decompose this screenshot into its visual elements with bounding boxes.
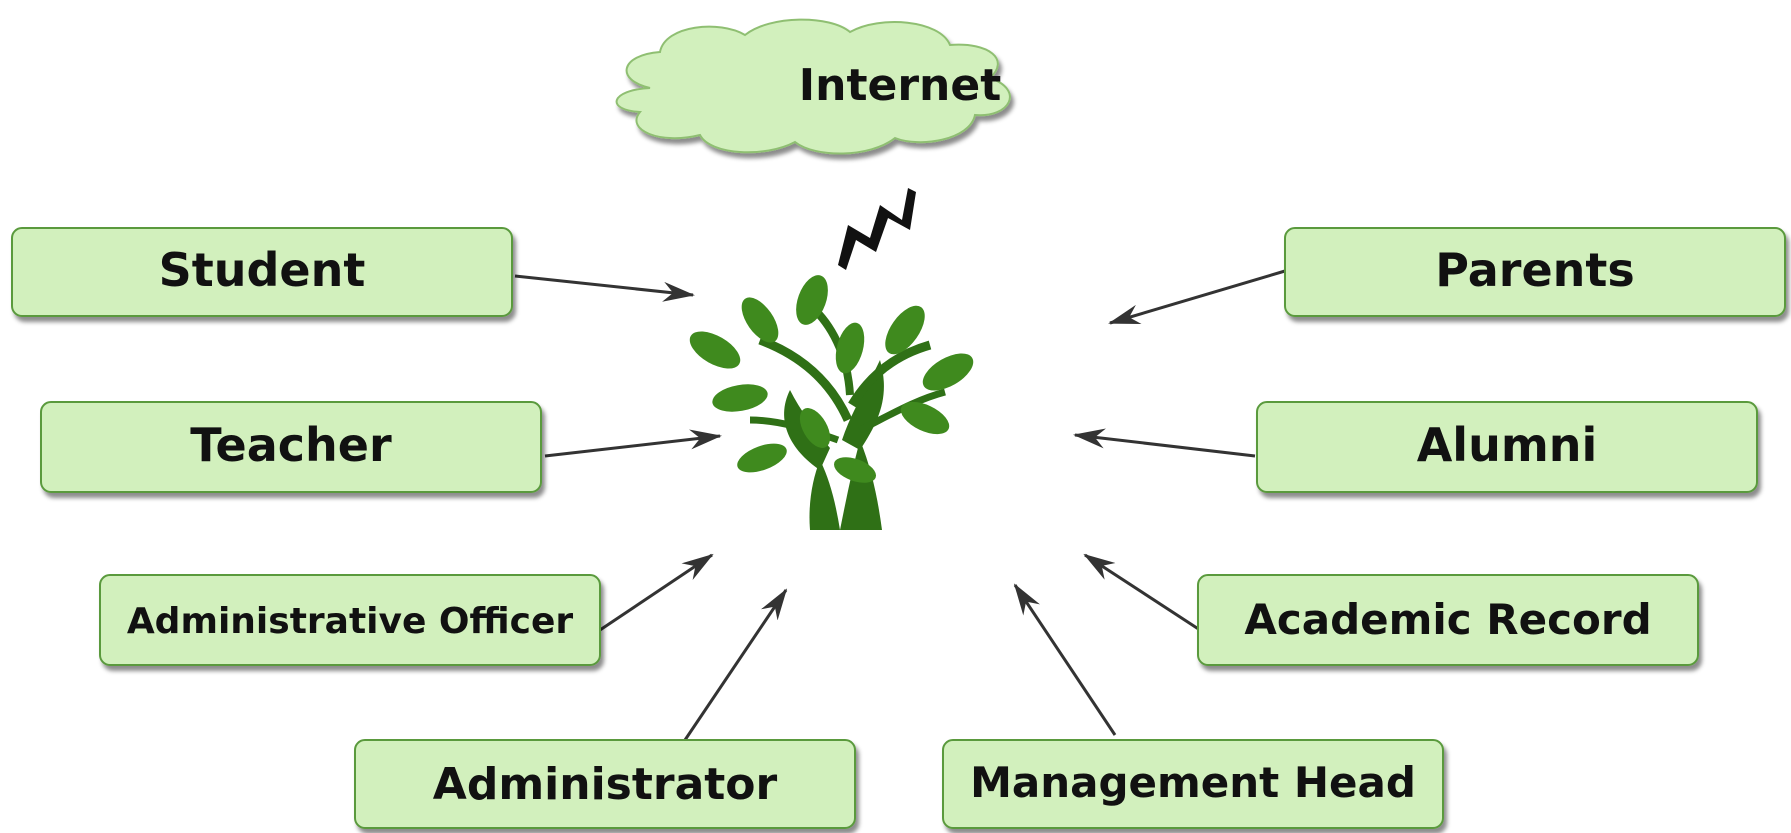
internet-cloud: Internet <box>615 18 1011 155</box>
node-alumni: Alumni <box>1256 401 1758 493</box>
node-student-label: Student <box>159 243 366 297</box>
arrow-parents <box>1108 269 1286 325</box>
tree-logo-icon <box>689 275 974 530</box>
node-management-head-label: Management Head <box>970 758 1416 807</box>
arrow-administrator <box>683 588 788 741</box>
node-academic-record-label: Academic Record <box>1244 595 1651 644</box>
node-alumni-label: Alumni <box>1417 418 1598 472</box>
arrow-student <box>514 274 695 302</box>
node-administrative-officer-label: Administrative Officer <box>127 601 574 642</box>
node-academic-record: Academic Record <box>1197 574 1699 666</box>
arrow-alumni <box>1073 428 1256 458</box>
node-administrative-officer: Administrative Officer <box>99 574 601 666</box>
arrow-academic-record <box>1083 553 1201 632</box>
lightning-bolt-icon <box>838 188 916 270</box>
node-parents: Parents <box>1284 227 1786 317</box>
arrow-management-head <box>1013 583 1117 736</box>
arrow-teacher <box>544 429 722 458</box>
node-parents-label: Parents <box>1435 243 1635 297</box>
node-teacher: Teacher <box>40 401 542 493</box>
internet-label: Internet <box>799 60 1001 111</box>
connector-arrows <box>514 269 1286 741</box>
node-administrator-label: Administrator <box>433 759 778 810</box>
node-management-head: Management Head <box>942 739 1444 829</box>
node-student: Student <box>11 227 513 317</box>
node-teacher-label: Teacher <box>190 418 392 472</box>
node-administrator: Administrator <box>354 739 856 829</box>
arrow-administrative-officer <box>599 553 714 632</box>
